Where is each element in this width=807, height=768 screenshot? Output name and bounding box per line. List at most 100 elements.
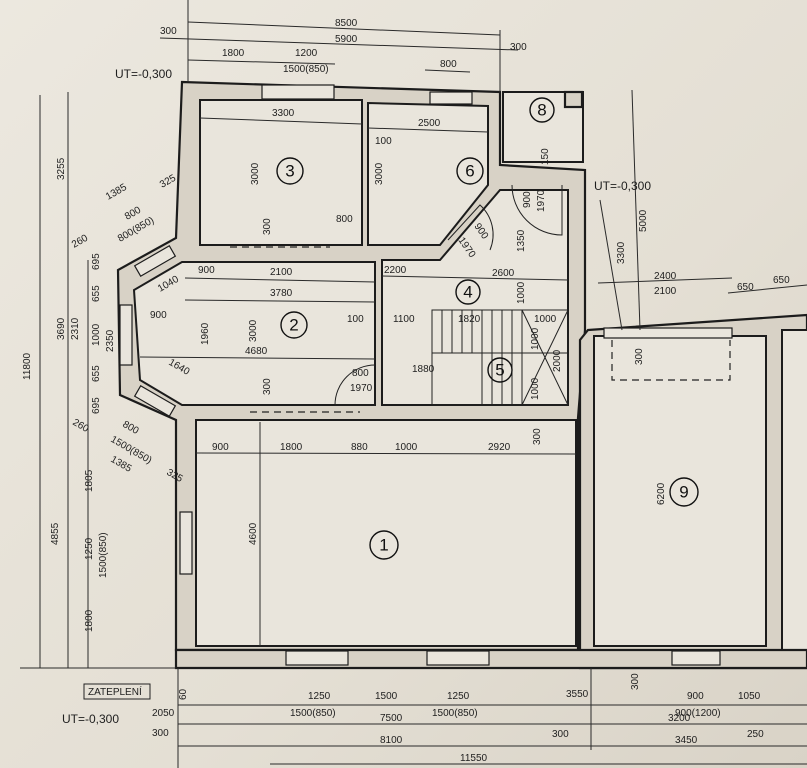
dimension-line [424,69,471,73]
window-room9 [603,327,733,339]
dimension-label: 650 [773,275,790,286]
dimension-line [521,309,569,406]
dimension-line [367,127,489,133]
dimension-label: 1800 [222,48,245,59]
bottom-dimensions: 2050 60 1250 1500(850) 1500 1250 1500(85… [152,688,764,764]
dimension-label: 1500(850) [283,64,329,75]
dimension-label: 1385 [104,182,129,203]
dimension-line [195,452,577,455]
dimension-label: 11800 [22,352,33,380]
dimension-label: 8500 [335,18,358,29]
dimension-label: 880 [351,442,368,453]
dimension-label: 900 [198,265,215,276]
dimension-label: 3300 [616,241,627,264]
dimension-line [597,277,733,284]
dimension-label: 300 [634,348,645,365]
room-9-floor [593,335,767,647]
top-dimensions: 8500 5900 300 300 1800 1200 1500(850) 80… [160,18,527,75]
dimension-label: 250 [747,729,764,740]
dimension-label: 1970 [536,189,547,212]
doors-stairs [230,184,731,413]
dimension-label: 300 [262,378,273,395]
dimension-label: 300 [552,729,569,740]
room-right-partial-floor [781,329,807,651]
dimension-label: 1970 [350,383,373,394]
dimension-label: 1960 [200,322,211,345]
dimension-label: 2500 [418,118,441,129]
dimension-label: 1800 [84,609,95,632]
dimension-label: 3200 [668,713,691,724]
dimension-line [599,199,623,331]
dimension-line [199,117,363,125]
dimension-label: 650 [737,282,754,293]
dimension-label: 11550 [460,753,488,764]
dimension-label: 100 [375,136,392,147]
dimension-label: 695 [91,253,102,270]
room-6-floor [367,101,489,246]
dimension-line [187,21,501,36]
room-label-5: 5 [487,357,513,383]
dimension-line [184,299,376,303]
dimension-line [727,284,807,294]
door-room6 [447,204,494,251]
dimension-label: 6 [465,162,474,181]
dimension-label: 325 [158,173,178,191]
dimension-label: 300 [262,218,273,235]
dimension-label: 2100 [654,286,677,297]
dimension-label: 3000 [250,162,261,185]
dimension-label: 1880 [412,364,435,375]
dimension-label: 1350 [516,229,527,252]
dimension-label: 3550 [566,689,589,700]
walls [116,80,807,670]
dimension-label: 1500(850) [290,708,336,719]
dimension-label: 1385 [109,454,134,475]
dimension-label: 8 [537,101,546,120]
dimension-label: 1000 [530,327,541,350]
dimension-label: 800(850) [116,215,156,245]
dimension-line [184,277,376,283]
dimension-label: 5000 [638,209,649,232]
dimension-label: 1000 [91,323,102,346]
note-insulation: ZATEPLENÍ [83,683,151,700]
room-2-floor [132,261,376,406]
dimension-label: 5900 [335,34,358,45]
dimension-label: 1000 [516,281,527,304]
dimension-label: 1500(850) [432,708,478,719]
window-bottom-3 [671,650,721,666]
window-top-2 [429,91,473,105]
dimension-label: 800 [440,59,457,70]
level-label-top: UT=-0,300 [115,67,172,81]
dimension-label: 300 [152,728,169,739]
dimension-label: 300 [630,673,641,690]
dimension-label: 3300 [272,108,295,119]
dimension-label: 2350 [105,329,116,352]
dimension-label: 900 [212,442,229,453]
dimension-label: 1050 [738,691,761,702]
dimension-label: 2100 [270,267,293,278]
dimension-label: 7500 [380,713,403,724]
dimension-label: 1500 [375,691,398,702]
door-room8 [511,184,563,236]
dimension-label: 100 [347,314,364,325]
dimension-label: 1 [379,536,388,555]
dimension-label: 4600 [248,522,259,545]
level-label-bottom: UT=-0,300 [62,712,119,726]
dimension-label: 8100 [380,735,403,746]
room-label-2: 2 [280,311,308,339]
room-1-floor [195,419,577,647]
dimension-label: 260 [70,233,90,251]
dimension-label: 1250 [308,691,331,702]
dimension-label: 2 [289,316,298,335]
dimension-label: 300 [532,428,543,445]
dimension-label: 2600 [492,268,515,279]
dimension-line [381,275,569,281]
window-bay-mid [119,304,133,366]
dimension-label: 9 [679,483,688,502]
stair-treads [432,309,569,406]
dimension-line [187,59,336,65]
dimension-label: 1800 [280,442,303,453]
level-label-right: UT=-0,300 [594,179,651,193]
dimension-label: 900 [150,310,167,321]
room-label-6: 6 [456,157,484,185]
